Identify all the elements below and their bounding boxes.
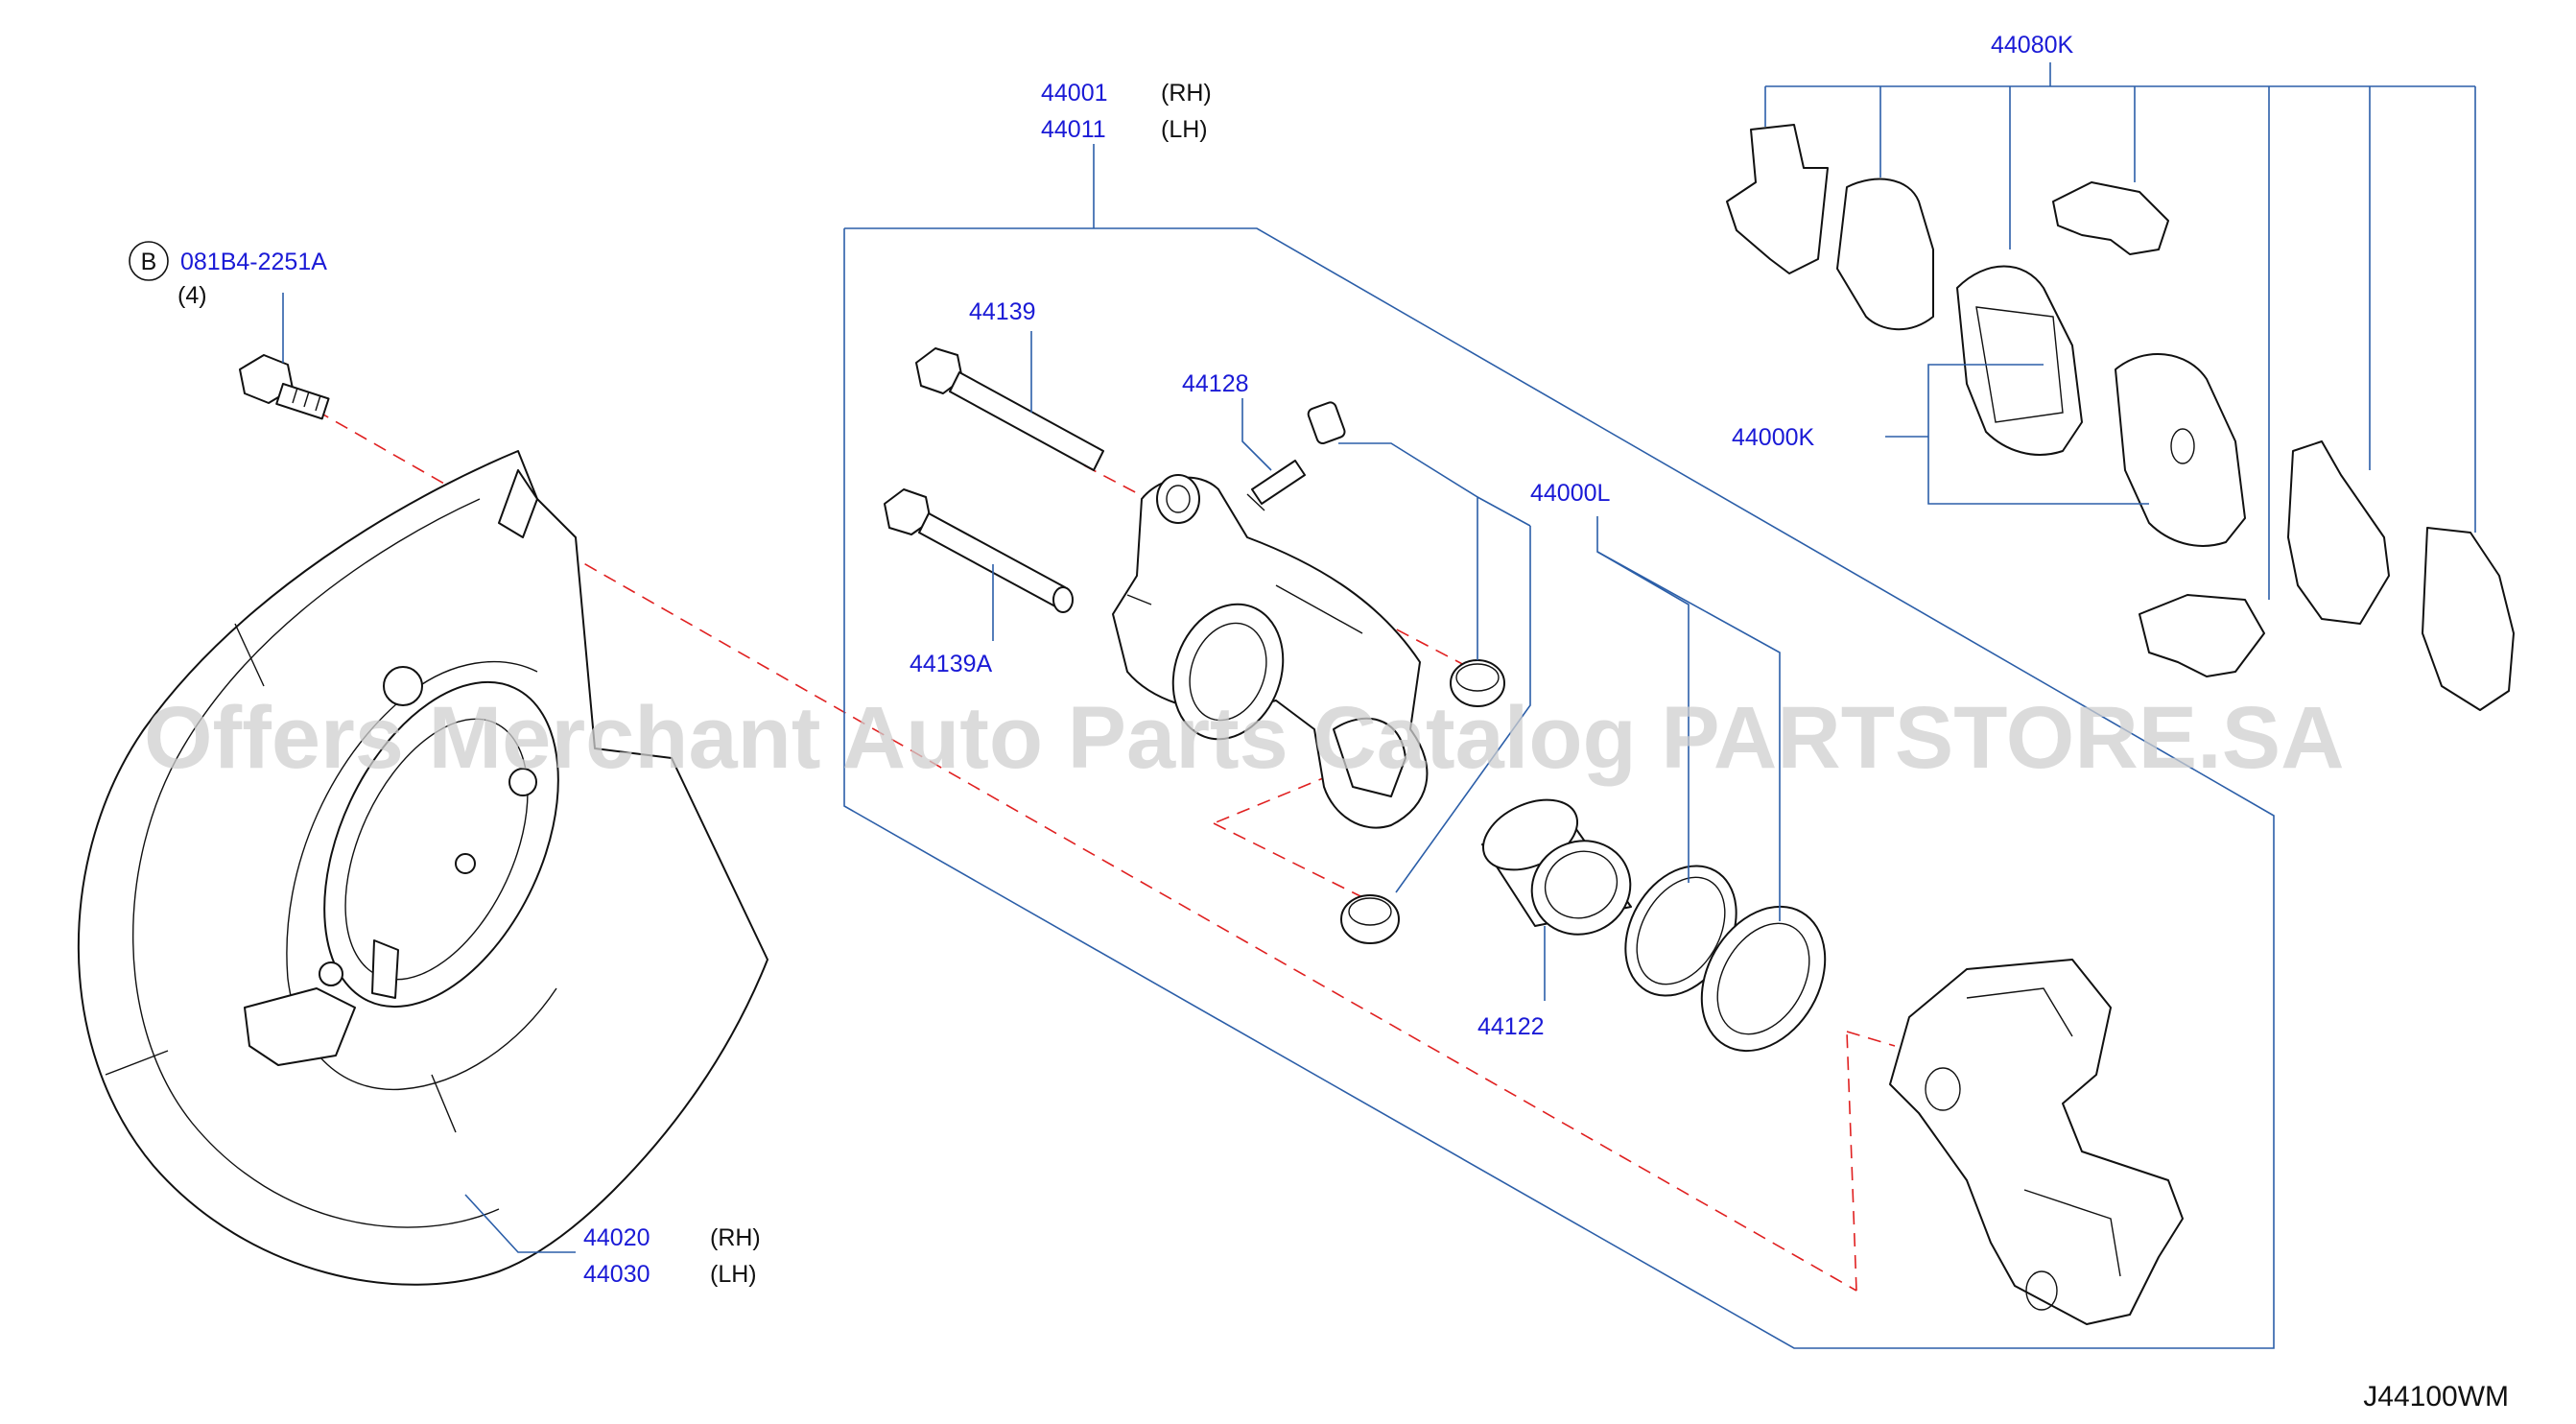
- pad-retainer-clip-upper: [2052, 181, 2169, 255]
- reference-b-letter: B: [141, 249, 157, 275]
- bleeder-screw: [1246, 401, 1346, 511]
- caliper-rh-part-number: 44001: [1041, 80, 1108, 107]
- pad-shim-2: [1836, 178, 1934, 331]
- pin-boot-lower: [1340, 894, 1400, 944]
- pad-kit-part-number: 44000K: [1732, 424, 1815, 451]
- backing-plate-rh-side: (RH): [710, 1224, 761, 1251]
- piston: [1481, 798, 1632, 936]
- caliper-lh-part-number: 44011: [1041, 116, 1106, 143]
- pad-shim-3: [2287, 440, 2390, 625]
- bleeder-part-number: 44128: [1182, 370, 1249, 397]
- seal-kit-part-number: 44000L: [1530, 480, 1611, 507]
- caliper-rh-side: (RH): [1161, 80, 1212, 107]
- pad-shim-4: [2422, 527, 2515, 711]
- reference-b-marker: [129, 241, 169, 281]
- backing-plate-lh-part-number: 44030: [583, 1261, 650, 1288]
- backing-plate-rh-part-number: 44020: [583, 1224, 650, 1251]
- caliper-support-bracket: [1889, 959, 2184, 1325]
- pin-boot-upper: [1450, 659, 1505, 707]
- bolt-callout: B 081B4-2251A (4): [129, 241, 327, 309]
- pad-shim-1: [1726, 124, 1829, 274]
- bolt-part-number: 081B4-2251A: [180, 249, 327, 275]
- pin-bolt-a-part-number: 44139A: [910, 651, 993, 677]
- guide-pin-bolt-lower: [884, 488, 1074, 613]
- backing-plate: [77, 450, 768, 1286]
- diagram-code: J44100WM: [2363, 1381, 2509, 1412]
- piston-dust-boot: [1700, 905, 1827, 1053]
- caliper-body: [1112, 474, 1429, 829]
- guide-pin-bolt-upper: [915, 347, 1104, 471]
- caliper-lh-side: (LH): [1161, 116, 1208, 143]
- watermark: Offers Merchant Auto Parts Catalog PARTS…: [144, 689, 2345, 787]
- pad-retainer-clip-lower: [2139, 594, 2265, 677]
- piston-part-number: 44122: [1477, 1013, 1545, 1040]
- bolt-quantity: (4): [177, 282, 207, 309]
- leader-lines: [282, 62, 2476, 1349]
- backing-plate-lh-side: (LH): [710, 1261, 757, 1288]
- mounting-bolt: [239, 354, 330, 420]
- brake-pad-outer: [2115, 353, 2246, 547]
- pin-bolt-part-number: 44139: [969, 298, 1036, 325]
- hardware-kit-part-number: 44080K: [1991, 32, 2074, 59]
- brake-pad-inner: [1956, 265, 2083, 456]
